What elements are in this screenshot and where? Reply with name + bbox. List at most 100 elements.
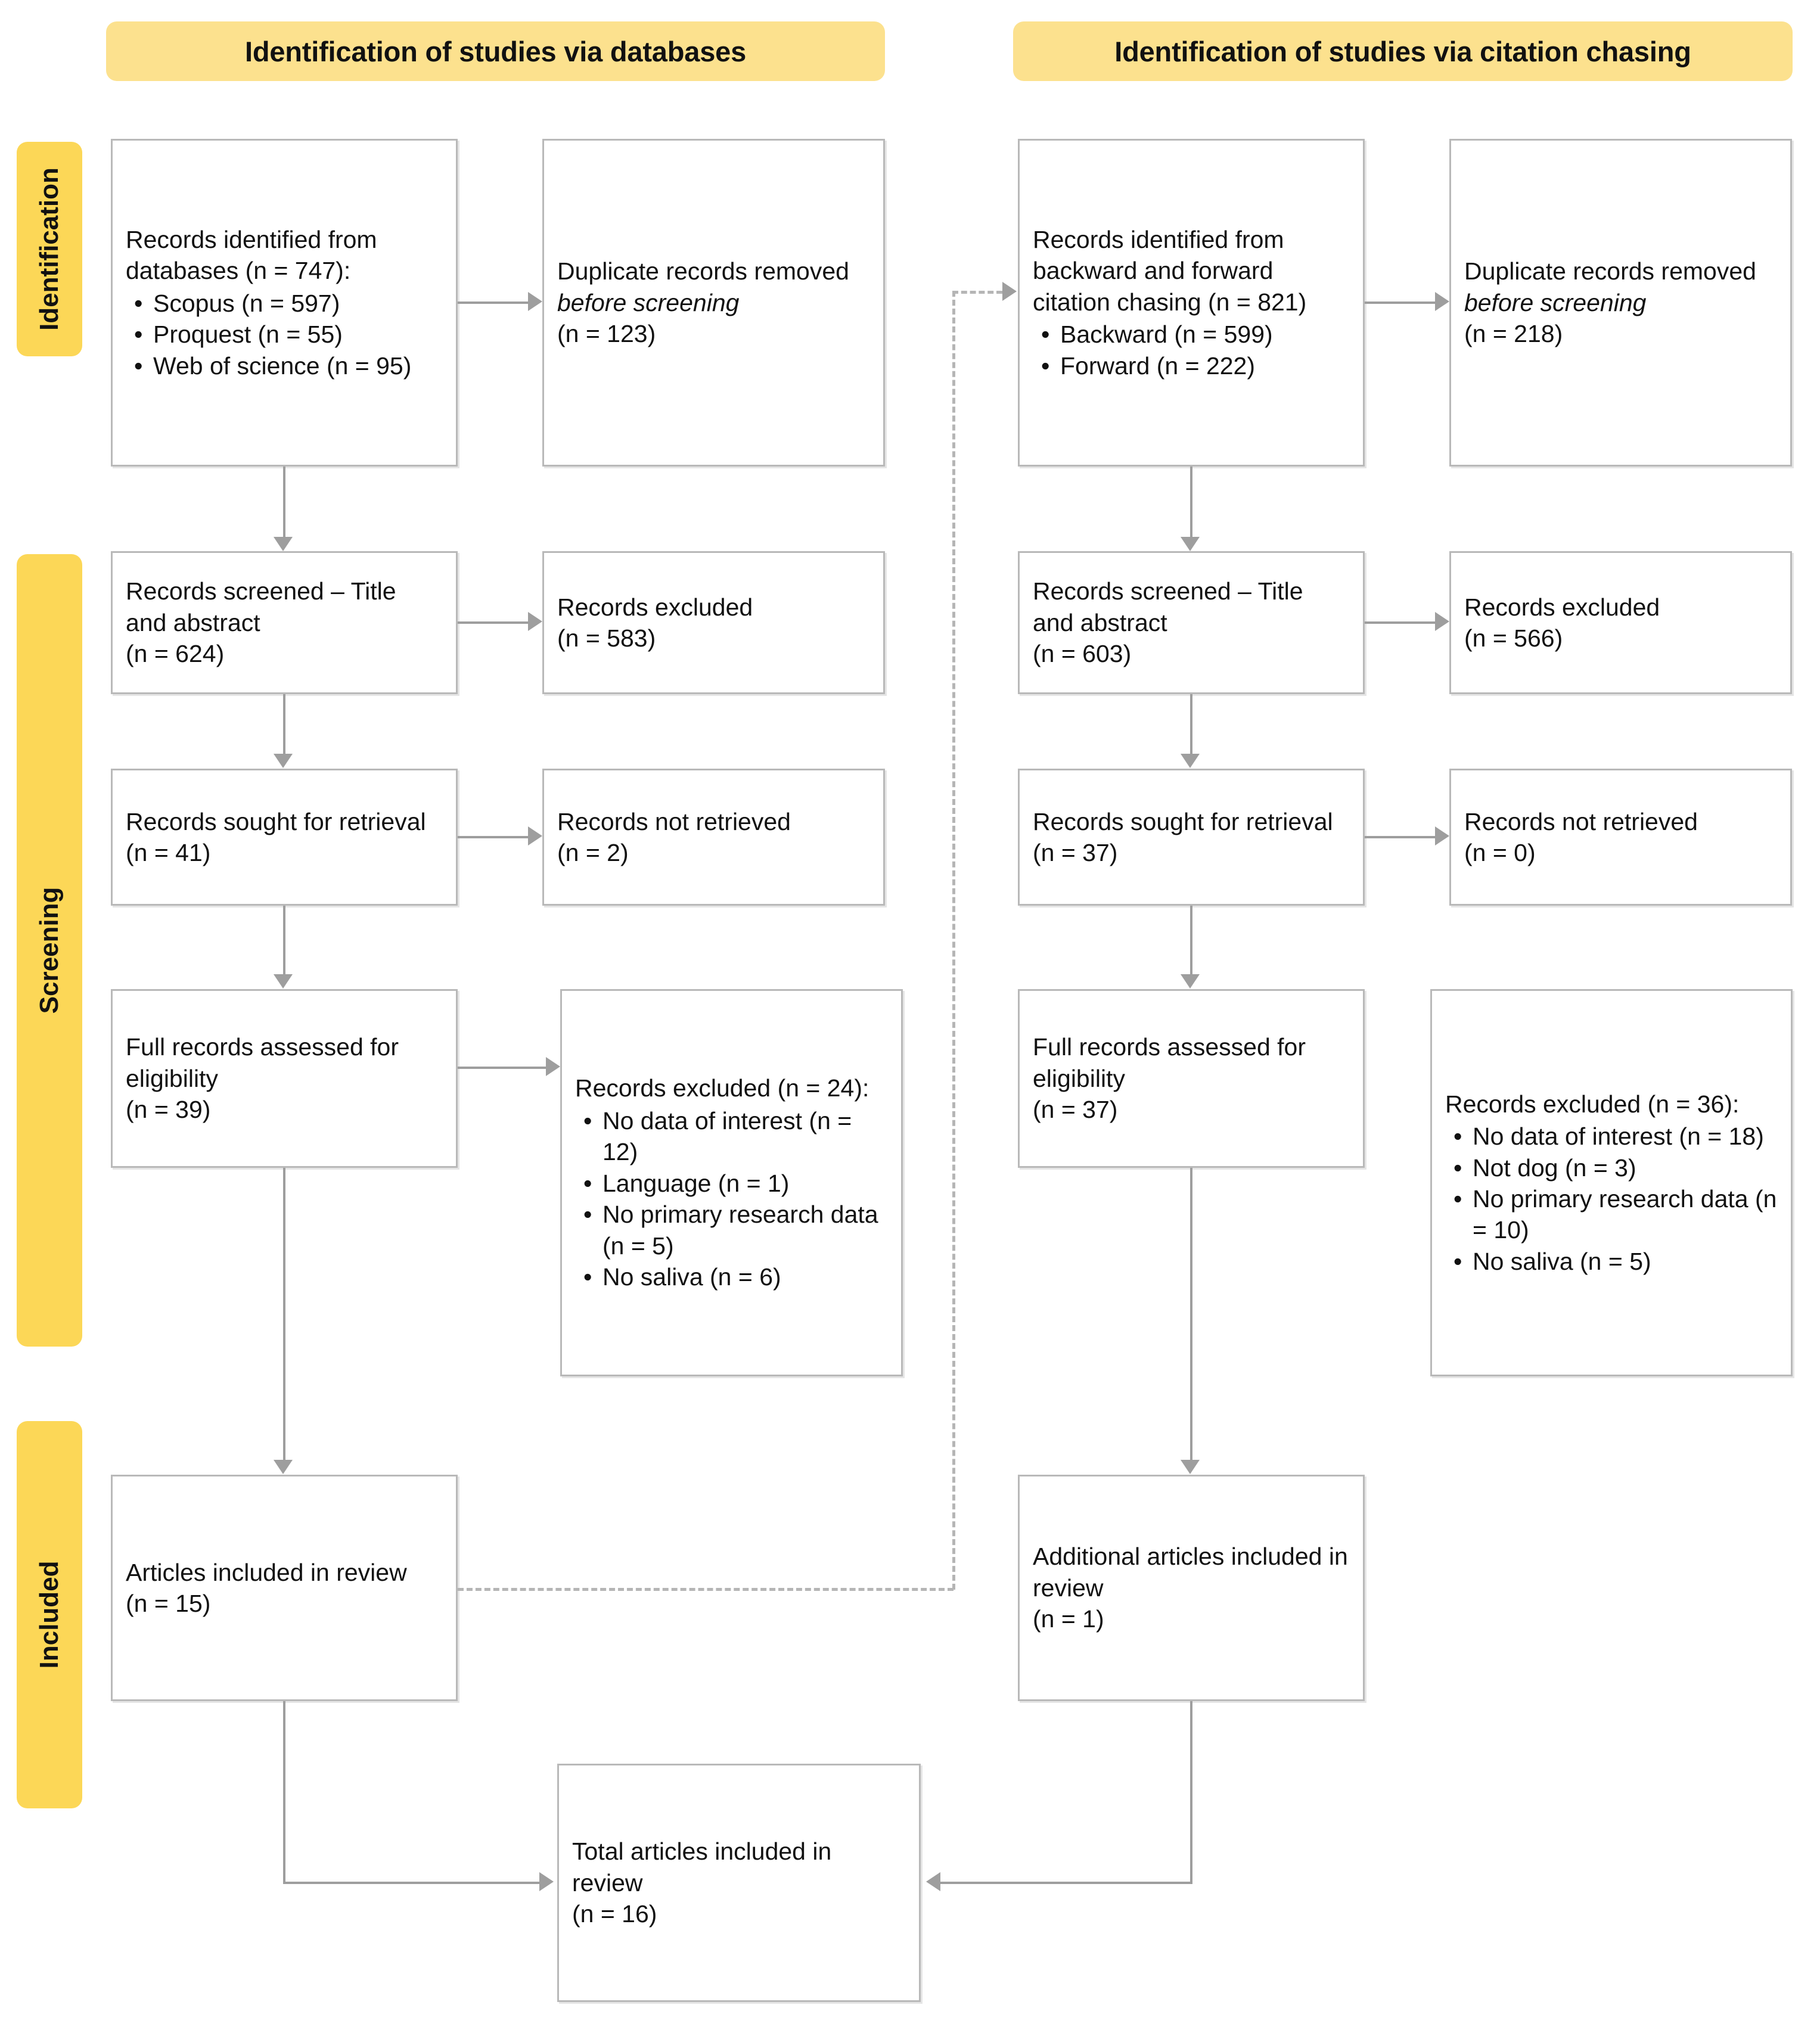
box-duplicate-records-databases: Duplicate records removed before screeni… (542, 139, 885, 467)
box-records-sought-citation: Records sought for retrieval (n = 37) (1018, 769, 1365, 906)
list-item: Not dog (n = 3) (1453, 1152, 1778, 1184)
arrowhead-down-cite-sought (1181, 754, 1200, 768)
records-excluded-screen-citation-count: (n = 566) (1464, 624, 1563, 652)
box-records-excluded-screen-databases: Records excluded (n = 583) (542, 551, 885, 694)
records-screened-citation-count: (n = 603) (1033, 640, 1132, 668)
connector-db-identified-to-duplicates (458, 301, 528, 304)
records-screened-databases-count: (n = 624) (126, 640, 225, 668)
stage-label-identification: Identification (17, 142, 82, 356)
duplicate-records-citation-line1: Duplicate records removed (1464, 257, 1756, 285)
arrowhead-down-cite-included (1181, 1460, 1200, 1474)
header-banner-citation-chasing: Identification of studies via citation c… (1013, 21, 1793, 81)
list-item: Web of science (n = 95) (134, 350, 443, 382)
box-records-sought-databases: Records sought for retrieval (n = 41) (111, 769, 458, 906)
connector-db-identified-to-screened (283, 467, 285, 537)
box-articles-included-databases: Articles included in review (n = 15) (111, 1475, 458, 1701)
header-banner-databases-label: Identification of studies via databases (244, 35, 747, 67)
connector-db-sought-to-assessed (283, 906, 285, 974)
list-item: No primary research data (n = 5) (583, 1199, 888, 1261)
records-excluded-full-citation-lead: Records excluded (n = 36): (1445, 1090, 1740, 1118)
records-not-retrieved-databases-line1: Records not retrieved (557, 807, 791, 835)
stage-label-included-text: Included (35, 1561, 64, 1669)
box-records-not-retrieved-databases: Records not retrieved (n = 2) (542, 769, 885, 906)
records-identified-citation-lead: Records identified from backward and for… (1033, 225, 1307, 316)
list-item: Language (n = 1) (583, 1168, 888, 1199)
duplicate-records-databases-emphasis: before screening (557, 288, 740, 316)
list-item: No primary research data (n = 10) (1453, 1183, 1778, 1246)
full-records-assessed-citation-count: (n = 37) (1033, 1096, 1118, 1124)
dashed-connector-into-citation-box (952, 291, 1002, 294)
additional-articles-included-line1: Additional articles included in review (1033, 1543, 1348, 1602)
connector-db-assessed-to-excluded-full (458, 1067, 546, 1069)
records-excluded-full-databases-reasons: No data of interest (n = 12) Language (n… (575, 1105, 888, 1293)
records-excluded-full-citation-reasons: No data of interest (n = 18) Not dog (n … (1445, 1121, 1778, 1277)
connector-cite-identified-to-screened (1190, 467, 1192, 537)
records-sought-databases-count: (n = 41) (126, 839, 211, 866)
box-records-identified-databases: Records identified from databases (n = 7… (111, 139, 458, 467)
records-excluded-screen-databases-line1: Records excluded (557, 593, 753, 621)
full-records-assessed-citation-line1: Full records assessed for eligibility (1033, 1033, 1306, 1092)
connector-cite-screened-to-excluded (1365, 621, 1435, 624)
arrowhead-right-cite-not-retrieved (1435, 826, 1449, 845)
records-not-retrieved-citation-count: (n = 0) (1464, 839, 1536, 866)
box-additional-articles-included-citation: Additional articles included in review (… (1018, 1475, 1365, 1701)
box-duplicate-records-citation: Duplicate records removed before screeni… (1449, 139, 1792, 467)
header-banner-citation-label: Identification of studies via citation c… (1114, 35, 1691, 67)
arrowhead-right-total-from-databases (539, 1872, 554, 1891)
arrowhead-down-db-sought (274, 754, 293, 768)
dashed-connector-included-to-citation-horizontal (458, 1588, 954, 1591)
box-records-screened-databases: Records screened – Title and abstract (n… (111, 551, 458, 694)
arrowhead-right-into-citation-identified (1002, 282, 1017, 301)
dashed-connector-included-to-citation-vertical (952, 291, 955, 1590)
arrowhead-right-db-excluded-screen (528, 612, 542, 631)
connector-db-screened-to-excluded (458, 621, 528, 624)
articles-included-databases-count: (n = 15) (126, 1590, 211, 1617)
list-item: Proquest (n = 55) (134, 319, 443, 350)
connector-db-included-to-total-horizontal (283, 1882, 539, 1884)
duplicate-records-citation-text: Duplicate records removed before screeni… (1464, 256, 1777, 318)
total-articles-included-count: (n = 16) (572, 1900, 657, 1928)
connector-cite-assessed-to-included (1190, 1168, 1192, 1460)
stage-label-included: Included (17, 1421, 82, 1808)
stage-label-screening: Screening (17, 554, 82, 1347)
box-records-excluded-screen-citation: Records excluded (n = 566) (1449, 551, 1792, 694)
records-identified-databases-sources: Scopus (n = 597) Proquest (n = 55) Web o… (126, 288, 443, 382)
arrowhead-left-total-from-citation (926, 1872, 940, 1891)
records-excluded-screen-databases-count: (n = 583) (557, 624, 656, 652)
list-item: Forward (n = 222) (1041, 350, 1350, 382)
records-sought-citation-line1: Records sought for retrieval (1033, 807, 1333, 835)
connector-db-screened-to-sought (283, 694, 285, 754)
arrowhead-down-cite-screened (1181, 537, 1200, 551)
list-item: Backward (n = 599) (1041, 319, 1350, 350)
connector-cite-sought-to-assessed (1190, 906, 1192, 974)
records-screened-databases-line1: Records screened – Title and abstract (126, 577, 396, 636)
arrowhead-right-cite-duplicates (1435, 292, 1449, 311)
connector-db-included-to-total-vertical (283, 1701, 285, 1883)
records-excluded-full-databases-lead: Records excluded (n = 24): (575, 1074, 869, 1102)
articles-included-databases-line1: Articles included in review (126, 1558, 407, 1586)
box-records-not-retrieved-citation: Records not retrieved (n = 0) (1449, 769, 1792, 906)
connector-db-assessed-to-included (283, 1168, 285, 1460)
stage-label-identification-text: Identification (35, 167, 64, 331)
list-item: Scopus (n = 597) (134, 288, 443, 319)
duplicate-records-citation-emphasis: before screening (1464, 288, 1647, 316)
arrowhead-right-db-excluded-full (546, 1057, 560, 1076)
box-records-excluded-full-citation: Records excluded (n = 36): No data of in… (1430, 989, 1793, 1376)
list-item: No saliva (n = 5) (1453, 1246, 1778, 1277)
arrowhead-down-cite-assessed (1181, 974, 1200, 988)
duplicate-records-databases-line1: Duplicate records removed (557, 257, 849, 285)
box-full-records-assessed-citation: Full records assessed for eligibility (n… (1018, 989, 1365, 1168)
arrowhead-down-db-assessed (274, 974, 293, 988)
duplicate-records-databases-count: (n = 123) (557, 320, 656, 348)
box-total-articles-included: Total articles included in review (n = 1… (557, 1764, 921, 2002)
duplicate-records-citation-count: (n = 218) (1464, 320, 1563, 348)
list-item: No data of interest (n = 18) (1453, 1121, 1778, 1152)
full-records-assessed-databases-count: (n = 39) (126, 1096, 211, 1124)
connector-cite-screened-to-sought (1190, 694, 1192, 754)
total-articles-included-line1: Total articles included in review (572, 1838, 832, 1897)
list-item: No data of interest (n = 12) (583, 1105, 888, 1168)
arrowhead-right-cite-excluded-screen (1435, 612, 1449, 631)
records-screened-citation-line1: Records screened – Title and abstract (1033, 577, 1303, 636)
records-identified-citation-sources: Backward (n = 599) Forward (n = 222) (1033, 319, 1350, 381)
header-banner-databases: Identification of studies via databases (106, 21, 885, 81)
